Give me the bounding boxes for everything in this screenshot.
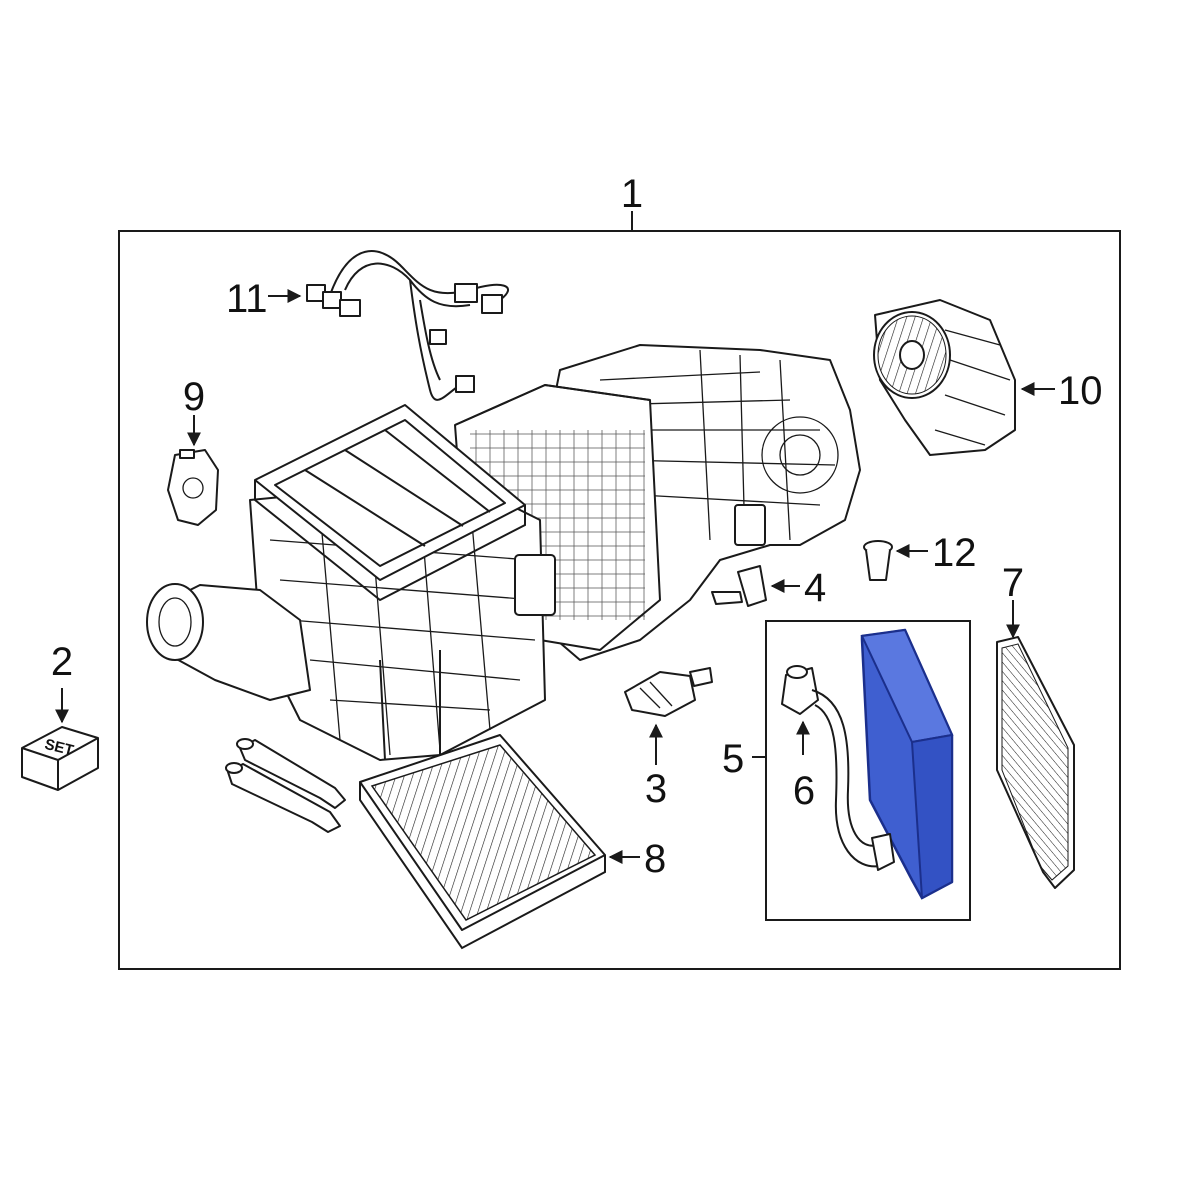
sensor-clip bbox=[711, 565, 767, 607]
expansion-valve-lines bbox=[781, 665, 895, 871]
evaporator-core bbox=[860, 628, 954, 900]
callout-12: 12 bbox=[932, 531, 977, 575]
callout-3: 3 bbox=[645, 767, 667, 811]
heater-core bbox=[225, 734, 606, 950]
callout-8: 8 bbox=[644, 837, 666, 881]
callout-7: 7 bbox=[1002, 561, 1024, 605]
callout-1: 1 bbox=[621, 172, 643, 216]
assembly-frame bbox=[118, 230, 1121, 970]
callout-11: 11 bbox=[226, 277, 268, 321]
evaporator-subassembly-frame bbox=[765, 620, 971, 921]
callout-2: 2 bbox=[51, 640, 73, 684]
callout-10: 10 bbox=[1058, 369, 1103, 413]
hvac-case-assembly bbox=[146, 344, 861, 761]
temperature-sensor bbox=[624, 667, 713, 717]
set-kit-label: SET bbox=[43, 736, 75, 760]
set-kit-box: SET bbox=[21, 726, 99, 791]
callout-4: 4 bbox=[804, 566, 826, 610]
callout-9: 9 bbox=[183, 375, 205, 419]
cabin-air-filter bbox=[996, 636, 1075, 889]
wiring-harness bbox=[306, 250, 509, 401]
callout-5: 5 bbox=[722, 737, 744, 781]
blower-motor bbox=[873, 299, 1016, 456]
callout-6: 6 bbox=[793, 769, 815, 813]
actuator bbox=[167, 449, 219, 526]
grommet bbox=[863, 540, 893, 581]
